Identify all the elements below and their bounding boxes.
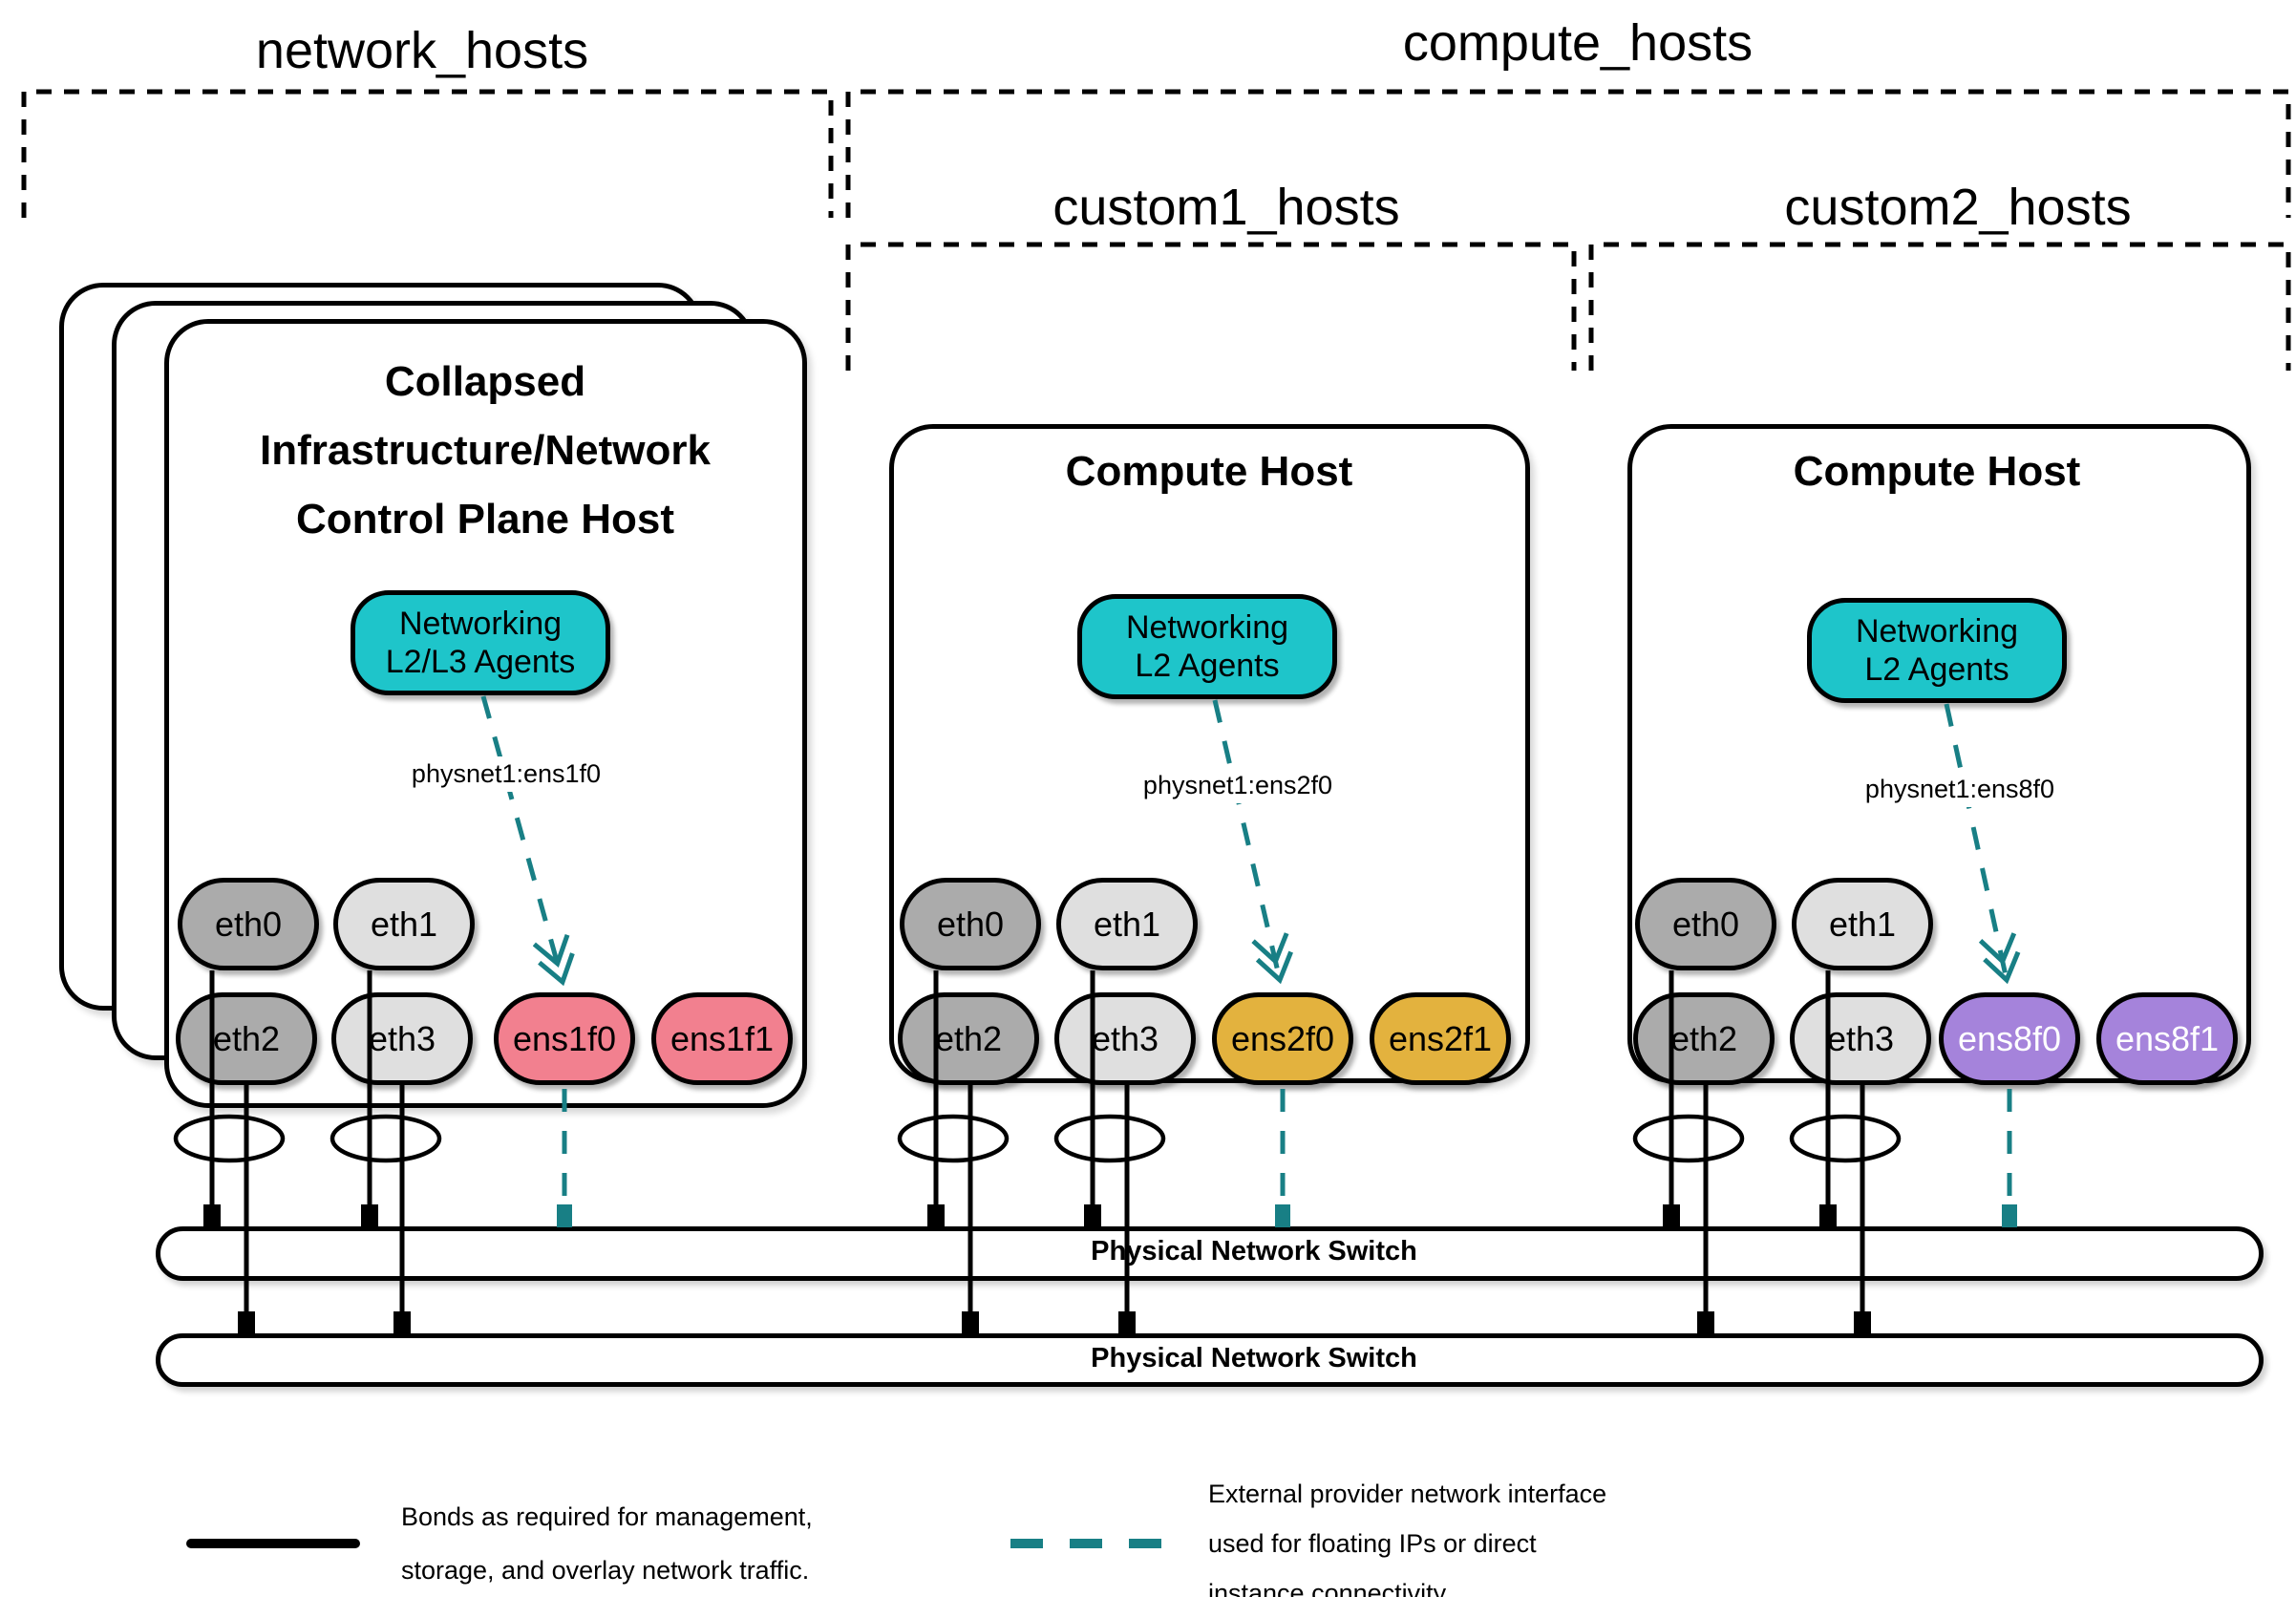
title-line: Collapsed [384,358,586,405]
compute-host-1-box [889,424,1530,1083]
nic-eth2: eth2 [1633,992,1775,1085]
group-label-network-hosts: network_hosts [255,22,589,79]
nic-ens1f0: ens1f0 [494,992,635,1085]
nic-ens8f1: ens8f1 [2096,992,2238,1085]
legend-line: Bonds as required for management, [401,1502,813,1531]
legend-line: storage, and overlay network traffic. [401,1556,810,1585]
switch-port-taps [203,1204,2017,1334]
nic-eth1: eth1 [333,878,475,970]
group-brackets [21,89,2291,371]
physical-switch-1 [156,1226,2264,1281]
physical-switch-1-label: Physical Network Switch [1091,1236,1417,1267]
legend-line: External provider network interface [1208,1480,1607,1508]
agent-label-line: Networking [1125,609,1289,646]
physical-switch-2-label: Physical Network Switch [1091,1343,1417,1373]
agent-label-line: Networking [398,606,563,642]
nic-ens2f1: ens2f1 [1370,992,1511,1085]
group-label-compute-hosts: compute_hosts [1402,14,1754,72]
nic-eth1: eth1 [1056,878,1198,970]
nic-ens1f1: ens1f1 [651,992,793,1085]
compute-host-1-title: Compute Host [1065,448,1353,495]
physnet-label-network-host: physnet1:ens1f0 [401,756,611,792]
nic-eth3: eth3 [331,992,473,1085]
title-line: Infrastructure/Network [260,427,711,474]
nic-eth3: eth3 [1790,992,1931,1085]
nic-eth2: eth2 [898,992,1039,1085]
nic-eth3: eth3 [1054,992,1196,1085]
compute-host-1-l2-agents: Networking L2 Agents [1077,594,1337,699]
physical-switch-2 [156,1333,2264,1387]
physnet-label-compute-host-2: physnet1:ens8f0 [1855,772,2065,807]
nic-eth0: eth0 [1635,878,1776,970]
nic-eth0: eth0 [900,878,1041,970]
nic-eth2: eth2 [176,992,317,1085]
compute-host-2-l2-agents: Networking L2 Agents [1807,598,2067,703]
nic-ens8f0: ens8f0 [1939,992,2080,1085]
legend-line: used for floating IPs or direct [1208,1529,1537,1558]
group-label-custom2-hosts: custom2_hosts [1784,179,2132,236]
agent-label-line: L2/L3 Agents [385,644,576,680]
nic-ens2f0: ens2f0 [1212,992,1353,1085]
nic-eth0: eth0 [178,878,319,970]
provider-network-lines [480,695,2009,1204]
nic-eth1: eth1 [1792,878,1933,970]
legend-line: instance connectivity [1208,1579,1447,1597]
compute-host-2-box [1627,424,2251,1083]
agent-label-line: L2 Agents [1864,651,2009,688]
compute-host-2-title: Compute Host [1793,448,2081,495]
legend-bond-text: Bonds as required for management, storag… [401,1490,813,1597]
group-label-custom1-hosts: custom1_hosts [1052,179,1400,236]
legend-external-text: External provider network interface used… [1208,1469,1606,1597]
network-host-l2l3-agents: Networking L2/L3 Agents [351,590,610,695]
bond-rings [173,1114,1902,1163]
agent-label-line: L2 Agents [1135,648,1280,684]
bond-lines [209,970,1865,1313]
agent-label-line: Networking [1855,613,2019,649]
title-line: Control Plane Host [295,496,675,543]
network-host-title: Collapsed Infrastructure/Network Control… [260,348,711,554]
physnet-label-compute-host-1: physnet1:ens2f0 [1133,768,1343,803]
